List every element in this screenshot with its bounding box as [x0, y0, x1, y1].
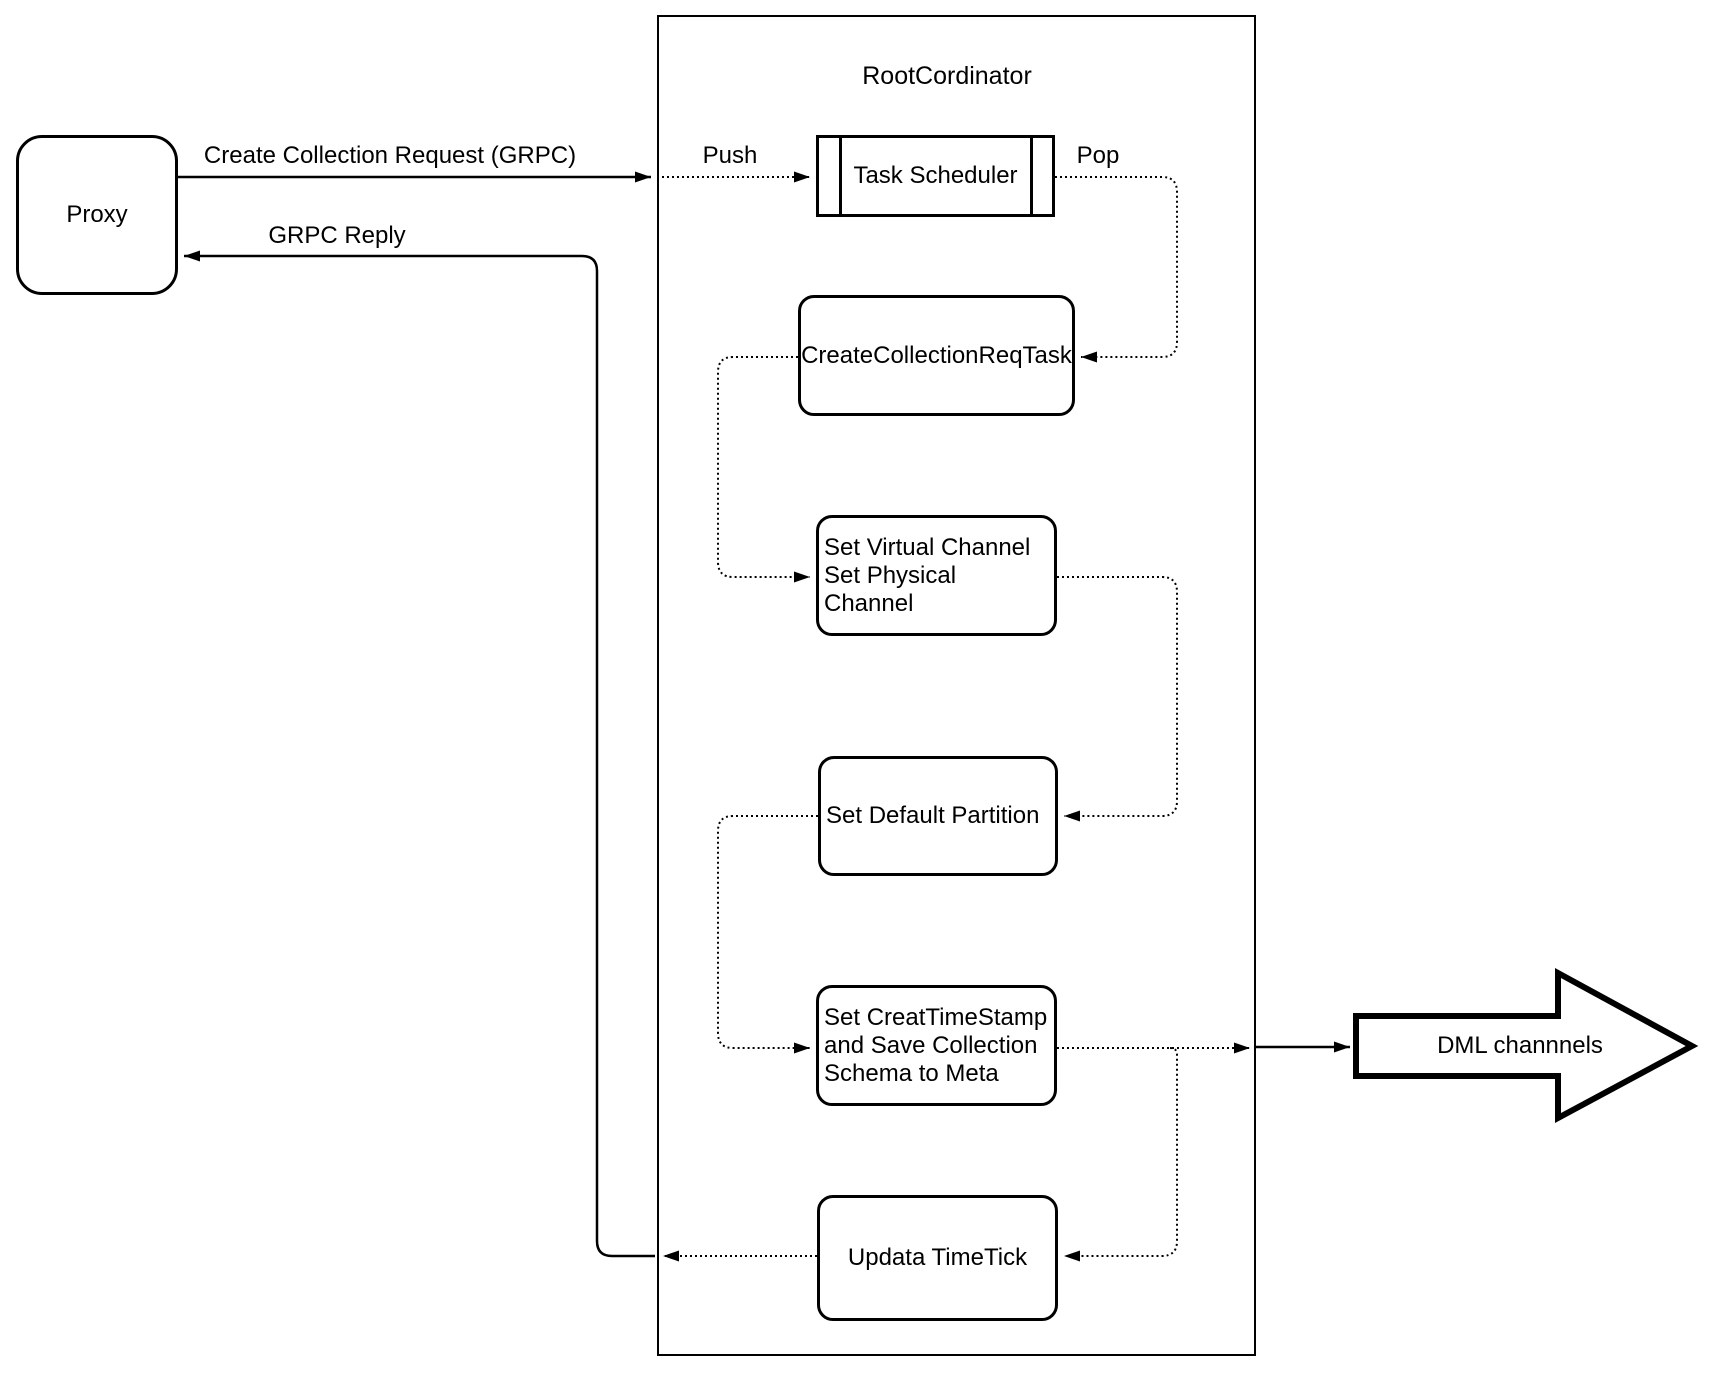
create-collection-req-task-node: CreateCollectionReqTask	[798, 295, 1075, 416]
root-coordinator-title: RootCordinator	[862, 62, 1032, 90]
edge-pop	[1055, 176, 1178, 363]
proxy-node: Proxy	[16, 135, 178, 295]
edge-reqtask-to-virtual-channel	[717, 356, 810, 583]
set-creat-timestamp-line2: and Save Collection	[824, 1031, 1038, 1059]
dml-channels-label: DML channnels	[1437, 1032, 1603, 1059]
task-scheduler-right-band	[1030, 138, 1033, 214]
push-label: Push	[702, 142, 758, 169]
create-collection-request-label: Create Collection Request (GRPC)	[203, 142, 577, 169]
set-virtual-channel-node: Set Virtual Channel Set Physical Channel	[816, 515, 1057, 636]
task-scheduler-label: Task Scheduler	[853, 162, 1018, 189]
set-creat-timestamp-line3: Schema to Meta	[824, 1059, 999, 1087]
set-creat-timestamp-line1: Set CreatTimeStamp	[824, 1003, 1048, 1031]
set-creat-timestamp-node: Set CreatTimeStamp and Save Collection S…	[816, 985, 1057, 1106]
grpc-reply-label: GRPC Reply	[268, 222, 406, 249]
root-coordinator-container	[657, 15, 1256, 1356]
set-default-partition-node: Set Default Partition	[818, 756, 1058, 876]
updata-timetick-label: Updata TimeTick	[847, 1244, 1028, 1271]
edge-default-partition-to-timestamp	[717, 815, 818, 1054]
updata-timetick-node: Updata TimeTick	[817, 1195, 1058, 1321]
task-scheduler-left-band	[839, 138, 842, 214]
edge-virtual-channel-to-default-partition	[1057, 576, 1178, 822]
proxy-label: Proxy	[66, 201, 128, 228]
set-default-partition-label: Set Default Partition	[826, 802, 1040, 829]
dml-channels-arrow-shape	[1353, 967, 1699, 1124]
edge-grpc-reply	[184, 250, 655, 1258]
task-scheduler-node: Task Scheduler	[816, 135, 1055, 217]
set-virtual-channel-line1: Set Virtual Channel	[824, 533, 1031, 561]
edge-timestamp-to-updata-timetick	[1064, 1047, 1178, 1262]
create-collection-req-task-label: CreateCollectionReqTask	[801, 341, 1072, 369]
set-virtual-channel-line2: Set Physical Channel	[824, 561, 957, 617]
pop-label: Pop	[1076, 142, 1120, 169]
